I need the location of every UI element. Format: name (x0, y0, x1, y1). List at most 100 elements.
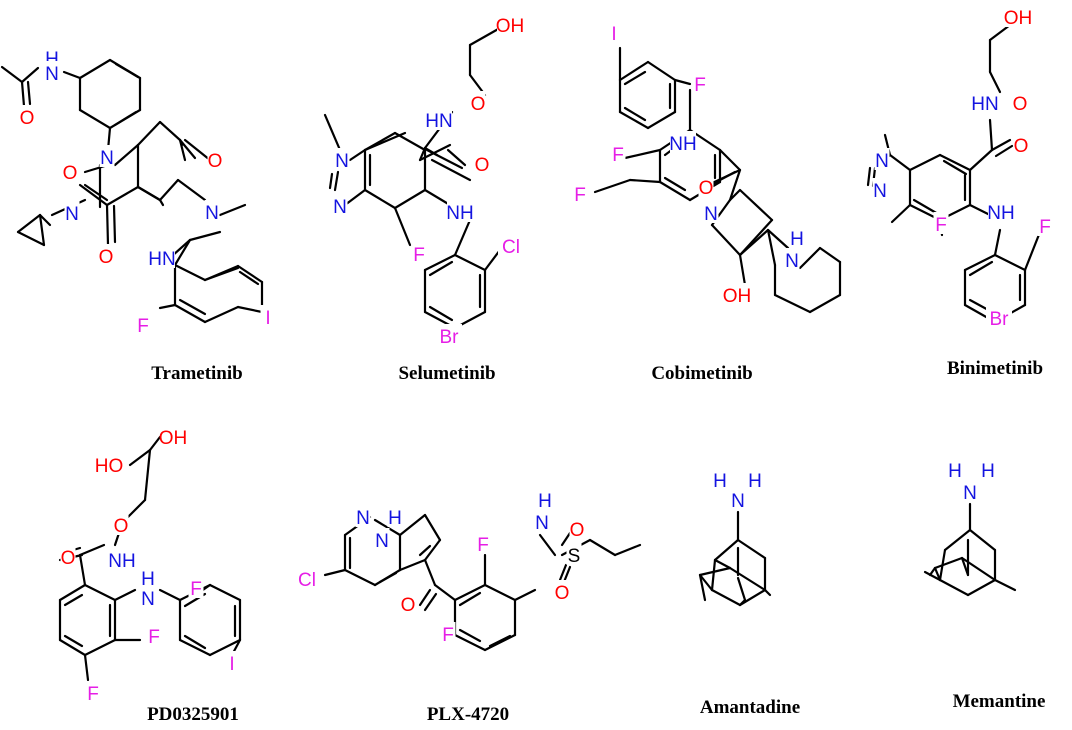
atom-label-background (334, 148, 350, 170)
bond (63, 593, 84, 607)
bond (158, 303, 177, 310)
atom-label: N (731, 491, 745, 512)
compound-name: Selumetinib (398, 363, 495, 384)
bond (928, 566, 937, 577)
atom-label-background (730, 488, 746, 510)
atom-label: HN (148, 249, 175, 270)
atom-label: F (87, 684, 99, 705)
bond (423, 253, 457, 272)
bond (710, 223, 742, 257)
atom-label: O (570, 520, 585, 541)
bond (773, 293, 812, 314)
bond (468, 26, 502, 47)
bond (158, 178, 180, 202)
bond (698, 573, 707, 602)
atom-label-background (947, 458, 963, 480)
atom-label-background (534, 510, 550, 532)
atom-label: I (229, 654, 234, 675)
bond (105, 203, 110, 247)
bond (58, 583, 87, 602)
bond (26, 80, 32, 106)
atom-label: NH (108, 551, 135, 572)
bond (646, 110, 677, 130)
atom-label-background (224, 651, 240, 673)
bond (20, 66, 40, 84)
bond (933, 566, 942, 582)
atom-label-background (374, 528, 390, 550)
bond (218, 203, 247, 217)
bond (78, 543, 106, 557)
bond (343, 568, 377, 587)
bond (363, 131, 397, 152)
bond (994, 144, 1014, 158)
bond (808, 293, 842, 314)
atom-label-background (19, 105, 35, 127)
bond (136, 120, 162, 147)
bond (988, 70, 1002, 94)
bond (430, 158, 472, 182)
bond (453, 218, 472, 257)
bond (766, 228, 790, 250)
atom-label-background (606, 21, 622, 43)
bond (890, 203, 912, 224)
bond (173, 238, 192, 267)
atom-label: O (555, 583, 570, 604)
atom-label-background (972, 91, 998, 113)
bond (203, 266, 240, 282)
bond (113, 110, 138, 127)
bond (428, 260, 454, 277)
bond (423, 188, 452, 207)
atom-label: F (137, 316, 149, 337)
bond (710, 588, 742, 607)
bond (968, 260, 994, 277)
bond (446, 148, 467, 167)
compound-name: PD0325901 (147, 704, 239, 725)
atom-label: N (333, 197, 347, 218)
atom-label-background (113, 513, 129, 535)
bond (710, 558, 717, 592)
bond (923, 570, 942, 582)
bond (423, 513, 442, 542)
atom-label: O (20, 108, 35, 129)
atom-label: HN (425, 111, 452, 132)
bond (16, 213, 42, 234)
bond (323, 568, 347, 577)
bond (943, 528, 972, 552)
atom-label-background (789, 226, 805, 248)
atom-label: I (611, 24, 616, 45)
bond (888, 153, 912, 172)
atom-label-background (670, 131, 696, 153)
bond (993, 228, 1002, 257)
compound-name: Memantine (953, 691, 1046, 712)
atom-label-background (294, 567, 320, 589)
atom-label-background (784, 248, 800, 270)
bond (613, 543, 642, 557)
bond (78, 58, 112, 80)
atom-label: Br (990, 309, 1010, 330)
atom-label: N (45, 64, 59, 85)
bond (373, 518, 402, 537)
atom-label-background (874, 148, 890, 170)
bond (963, 253, 997, 272)
atom-label: N (873, 181, 887, 202)
atom-label: N (704, 204, 718, 225)
atom-label: Br (440, 327, 460, 348)
bond (423, 592, 438, 612)
bond (148, 435, 162, 452)
atom-label-background (99, 145, 115, 167)
bond (418, 544, 432, 557)
bond (393, 188, 427, 210)
atom-label: H (141, 569, 155, 590)
bond (393, 206, 412, 247)
atom-label: H (948, 461, 962, 482)
atom-label-background (149, 246, 175, 268)
bond (323, 113, 342, 152)
bond (658, 180, 692, 202)
atom-label: F (477, 535, 489, 556)
atom-label: H (790, 229, 804, 250)
bond (398, 513, 427, 537)
